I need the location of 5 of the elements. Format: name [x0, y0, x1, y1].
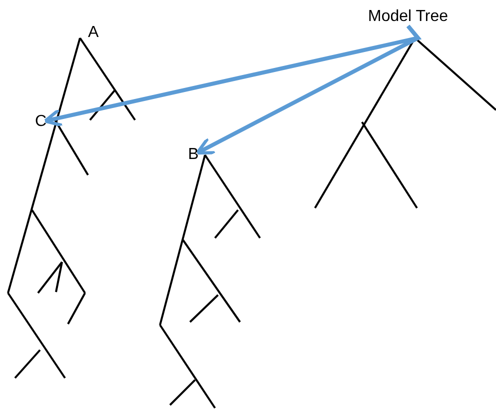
- node-label: Model Tree: [368, 8, 448, 26]
- node-label: C: [35, 113, 47, 131]
- node-label: A: [88, 24, 99, 42]
- node-label: B: [188, 146, 199, 164]
- arrow: [196, 24, 422, 155]
